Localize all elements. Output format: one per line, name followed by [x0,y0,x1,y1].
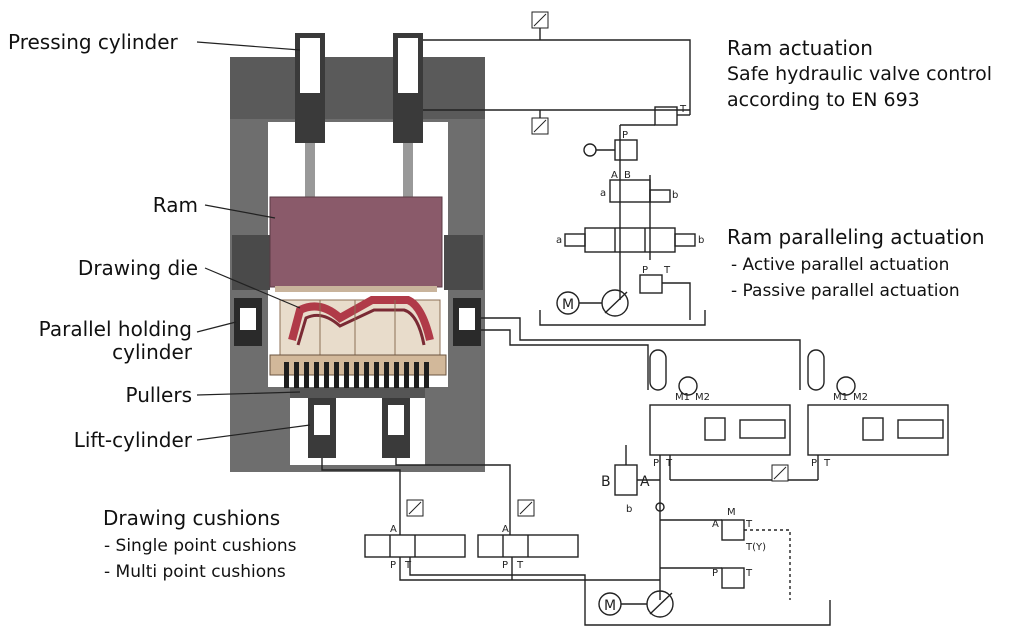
puller-rod [384,362,389,388]
port-label-P4: P [811,458,817,469]
ram-actuation-line3: according to EN 693 [727,89,920,111]
port-label-A2: A [712,519,719,530]
port-label-A4: A [502,524,509,535]
label-pressing-cylinder: Pressing cylinder [8,30,178,54]
label-pullers: Pullers [125,383,192,407]
ram-paralleling-item-1: - Active parallel actuation [731,255,950,275]
port-label-T4: T [823,458,831,469]
port-label-a1: a [600,188,606,199]
port-label-A3: A [390,524,397,535]
port-label-T2: T [663,265,671,276]
puller-rod [334,362,339,388]
puller-rod [364,362,369,388]
pressing-cylinder-left [295,33,325,198]
label-parallel-holding-1: Parallel holding [38,317,192,341]
port-label-T5: T [745,519,753,530]
port-label-B1: B [624,170,631,181]
valve-ba-labels: B A M M [562,297,650,614]
drawing-cushions-title: Drawing cushions [103,506,281,530]
pressure-sensor-1 [531,11,549,29]
port-label-P7: P [502,560,508,571]
cushion-circuit [321,458,660,600]
port-label-T3: T [665,458,673,469]
port-label-T7: T [404,560,412,571]
label-lift-cylinder: Lift-cylinder [73,428,192,452]
ram-actuation-title: Ram actuation [727,36,873,60]
puller-rod [374,362,379,388]
puller-rod [344,362,349,388]
label-ram: Ram [152,193,198,217]
port-label-TY: T(Y) [745,542,766,553]
port-label-M2b: M2 [853,392,868,403]
ram-paralleling-title: Ram paralleling actuation [727,225,985,249]
puller-rod [354,362,359,388]
ram-block [269,196,443,288]
port-label-b2: b [698,235,704,246]
ram-paralleling-item-2: - Passive parallel actuation [731,281,960,301]
port-label-b1: b [672,190,678,201]
port-label-P3: P [653,458,659,469]
port-label-B-large: B [601,474,611,490]
ram-actuation-line2: Safe hydraulic valve control [727,63,993,85]
port-label-M2a: M2 [695,392,710,403]
label-parallel-holding-2: cylinder [112,340,192,364]
motor-label-1: M [562,297,574,313]
drawing-die [279,296,441,356]
pressure-sensor-5 [517,499,535,517]
parallel-circuit [481,317,949,626]
drawing-cushions-item-1: - Single point cushions [104,536,297,556]
puller-rod [314,362,319,388]
puller-rod [414,362,419,388]
port-label-a2: a [556,235,562,246]
port-labels: P T A B a b a b P T M1 M2 M1 M2 P T P T … [390,104,868,579]
parallel-holding-cylinder-right [453,298,481,346]
port-label-T8: T [516,560,524,571]
leader-lines [196,41,311,441]
drawing-cushions-item-2: - Multi point cushions [104,562,286,582]
pullers [284,362,429,388]
port-label-P1: P [622,130,628,141]
lift-cylinder-left [308,398,336,458]
label-drawing-die: Drawing die [77,256,198,280]
ram-actuation-circuit [423,28,706,326]
pressing-cylinder-right [393,33,423,198]
puller-rod [404,362,409,388]
puller-rod [284,362,289,388]
port-label-A1: A [611,170,618,181]
pressure-sensor-4 [406,499,424,517]
parallel-holding-cylinder-left [234,298,262,346]
lift-cylinder-right [382,398,410,458]
pressure-sensor-2 [531,117,549,135]
pressure-sensor-3 [771,464,789,482]
port-label-P6: P [390,560,396,571]
puller-rod [294,362,299,388]
motor-label-2: M [604,598,616,614]
port-label-A-large: A [640,474,650,490]
puller-rod [324,362,329,388]
port-label-P5: P [712,568,718,579]
puller-rod [394,362,399,388]
port-label-T6: T [745,568,753,579]
port-label-M1a: M1 [675,392,690,403]
port-label-M1b: M1 [833,392,848,403]
puller-rod [424,362,429,388]
port-label-M: M [727,507,736,518]
port-label-P2: P [642,265,648,276]
port-label-b3: b [626,504,632,515]
puller-rod [304,362,309,388]
port-label-T1: T [679,104,687,115]
